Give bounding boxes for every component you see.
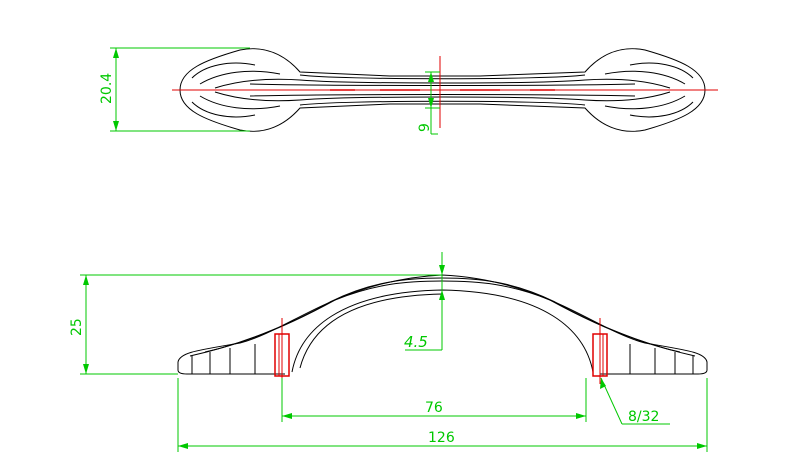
dim-8-32-arrow bbox=[600, 378, 606, 389]
dim-8-32-label: 8/32 bbox=[628, 409, 659, 425]
dim-76-label: 76 bbox=[425, 400, 443, 416]
dim-76-arrow-left bbox=[282, 413, 292, 419]
dim-20-4-label: 20.4 bbox=[99, 73, 115, 104]
top-inner-line-4 bbox=[299, 96, 586, 101]
top-inner-line-5 bbox=[249, 83, 636, 86]
dim-126-arrow-left bbox=[178, 443, 188, 449]
dim-20-4-arrow-bottom bbox=[113, 121, 119, 131]
dim-4-5-arrow-bottom bbox=[439, 290, 445, 300]
left-shell-rib-6 bbox=[214, 91, 301, 102]
dim-76-arrow-right bbox=[576, 413, 586, 419]
right-shell-rib-4 bbox=[604, 95, 686, 110]
right-shell-rib-6 bbox=[584, 91, 671, 102]
left-shell-rib-2 bbox=[191, 101, 256, 118]
right-shell-rib-2 bbox=[629, 101, 694, 118]
side-arch-outer-left-close bbox=[177, 362, 285, 375]
top-inner-line-2 bbox=[299, 100, 586, 106]
dim-4-5-label: 4.5 bbox=[404, 333, 428, 351]
dim-9-arrow-bottom bbox=[428, 98, 434, 108]
dim-25-arrow-bottom bbox=[83, 364, 89, 374]
dim-126-arrow-right bbox=[697, 443, 707, 449]
dim-20-4-arrow-top bbox=[113, 48, 119, 58]
dim-126-label: 126 bbox=[428, 430, 455, 446]
top-view-dimensions: 20.4 9 bbox=[99, 47, 440, 135]
top-view bbox=[172, 48, 718, 132]
dim-9-label: 9 bbox=[417, 123, 433, 132]
top-inner-line-6 bbox=[249, 94, 636, 97]
left-shell-rib-1 bbox=[191, 62, 256, 79]
left-shell-rib-3 bbox=[199, 70, 281, 85]
right-shell-rib-3 bbox=[604, 70, 686, 85]
dim-25-arrow-top bbox=[83, 275, 89, 285]
right-shell-rib-1 bbox=[629, 62, 694, 79]
left-shell-rib-4 bbox=[199, 95, 281, 110]
dim-4-5-arrow-top bbox=[439, 265, 445, 275]
dim-25-label: 25 bbox=[69, 318, 85, 336]
dim-9-arrow-top bbox=[428, 72, 434, 82]
side-view-dimensions: 25 4.5 76 126 8/32 bbox=[69, 252, 708, 452]
right-shell-rib-5 bbox=[584, 78, 671, 89]
left-shell-rib-5 bbox=[214, 78, 301, 89]
top-inner-line-3 bbox=[299, 79, 586, 84]
side-arch-inner-2 bbox=[299, 293, 443, 369]
top-inner-line-1 bbox=[299, 74, 586, 80]
